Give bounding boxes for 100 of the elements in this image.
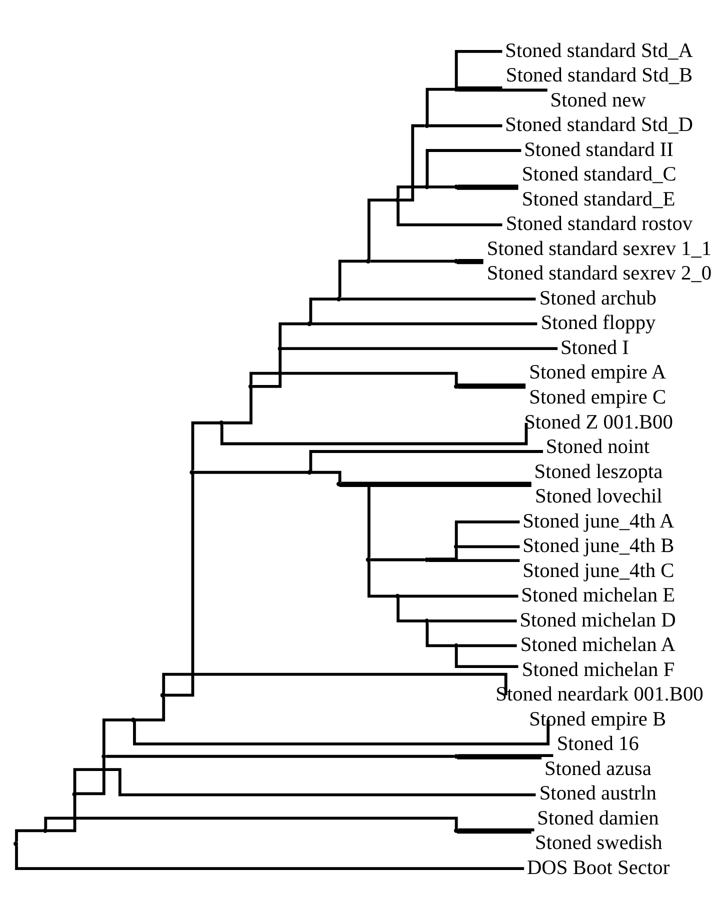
node-point bbox=[307, 321, 312, 326]
connector bbox=[458, 754, 554, 757]
connector bbox=[340, 481, 532, 484]
node-point bbox=[160, 692, 165, 698]
node-text: Stoned neardark 001.B00 bbox=[496, 683, 704, 706]
connector bbox=[428, 558, 520, 562]
connector bbox=[457, 756, 542, 759]
connector bbox=[428, 124, 502, 127]
node-point bbox=[395, 593, 400, 598]
connector bbox=[399, 594, 518, 598]
connector bbox=[368, 560, 396, 598]
connector bbox=[44, 816, 458, 828]
connector bbox=[454, 647, 518, 668]
node-text: Stoned floppy bbox=[540, 312, 656, 334]
node-text: Stoned archub bbox=[539, 286, 656, 309]
node-point bbox=[454, 86, 459, 92]
connector bbox=[370, 558, 425, 561]
node-point bbox=[424, 122, 430, 128]
node-text: Stoned austrln bbox=[539, 782, 657, 804]
node-text: Stoned leszopta bbox=[534, 460, 663, 482]
connector bbox=[458, 544, 520, 548]
connector bbox=[133, 719, 550, 745]
connector bbox=[458, 385, 526, 388]
node-point bbox=[130, 717, 136, 722]
node-point bbox=[454, 642, 459, 648]
connector bbox=[458, 258, 484, 262]
node-text: DOS Boot Sector bbox=[526, 856, 670, 878]
connector bbox=[428, 184, 454, 188]
node-point bbox=[278, 346, 282, 350]
connector bbox=[311, 322, 538, 325]
node-text: Stoned 16 bbox=[556, 732, 639, 755]
connector bbox=[458, 184, 518, 188]
connector bbox=[46, 795, 76, 832]
connector bbox=[220, 422, 528, 445]
node-text: Stoned empire B bbox=[529, 708, 666, 730]
node-point bbox=[424, 184, 430, 189]
node-text: Stoned azusa bbox=[544, 757, 652, 780]
node-text: Stoned michelan F bbox=[522, 658, 675, 680]
connector bbox=[341, 297, 536, 300]
node-text: Stoned june_4th B bbox=[522, 534, 674, 557]
connector bbox=[458, 828, 534, 831]
connector bbox=[309, 297, 337, 322]
connector bbox=[456, 260, 484, 264]
connector bbox=[368, 198, 396, 260]
connector bbox=[191, 420, 220, 470]
node-point bbox=[336, 296, 342, 301]
connector bbox=[338, 259, 366, 297]
connector bbox=[396, 184, 425, 198]
node-point bbox=[248, 384, 253, 388]
connector bbox=[426, 87, 454, 124]
node-point bbox=[14, 840, 18, 846]
node-text: Stoned lovechil bbox=[534, 485, 662, 508]
node-point bbox=[454, 384, 459, 388]
connector bbox=[458, 644, 517, 647]
connector bbox=[396, 201, 502, 226]
connector bbox=[399, 124, 425, 201]
node-text: Stoned I bbox=[560, 336, 629, 358]
connector bbox=[194, 470, 308, 474]
connector bbox=[250, 371, 458, 384]
node-text: Stoned standard rostov bbox=[506, 212, 693, 235]
node-point bbox=[395, 197, 400, 202]
node-point bbox=[454, 544, 459, 548]
connector bbox=[454, 50, 502, 88]
connector bbox=[102, 718, 132, 754]
node-text: Stoned Z 001.B00 bbox=[524, 410, 673, 433]
node-text: Stoned june_4th A bbox=[522, 510, 674, 532]
node-point bbox=[454, 184, 459, 189]
connector bbox=[311, 470, 342, 482]
connector bbox=[456, 186, 518, 190]
connector bbox=[457, 830, 532, 834]
node-text: Stoned michelan E bbox=[521, 584, 676, 606]
connector bbox=[162, 672, 508, 695]
node-point bbox=[307, 470, 312, 474]
node-text: Stoned michelan D bbox=[520, 608, 676, 631]
node-point bbox=[336, 481, 342, 486]
node-text: Stoned standard sexrev 2_0 bbox=[486, 262, 712, 284]
node-text: Stoned standard Std_B bbox=[506, 64, 693, 86]
node-text: Stoned standard_C bbox=[522, 163, 676, 186]
node-text: Stoned empire C bbox=[529, 386, 666, 408]
connector bbox=[454, 520, 520, 545]
connector bbox=[76, 757, 106, 795]
connector bbox=[429, 618, 517, 622]
connector bbox=[428, 548, 458, 560]
node-text: Stoned noint bbox=[546, 436, 650, 458]
node-text: Stoned standard_E bbox=[522, 188, 676, 210]
node-point bbox=[454, 258, 459, 263]
node-point bbox=[72, 791, 77, 796]
node-point bbox=[454, 754, 459, 758]
node-text: Stoned standard Std_D bbox=[505, 114, 694, 136]
node-text: Stoned standard Std_A bbox=[505, 39, 694, 62]
connector bbox=[340, 482, 370, 558]
connector bbox=[309, 450, 543, 470]
node-point bbox=[366, 258, 370, 263]
node-text: Stoned june_4th C bbox=[522, 559, 674, 582]
connector bbox=[252, 350, 282, 388]
connector bbox=[15, 844, 524, 870]
connector bbox=[457, 382, 526, 386]
connector bbox=[396, 597, 425, 622]
connector bbox=[339, 484, 532, 486]
node-text: Stoned swedish bbox=[534, 832, 662, 854]
